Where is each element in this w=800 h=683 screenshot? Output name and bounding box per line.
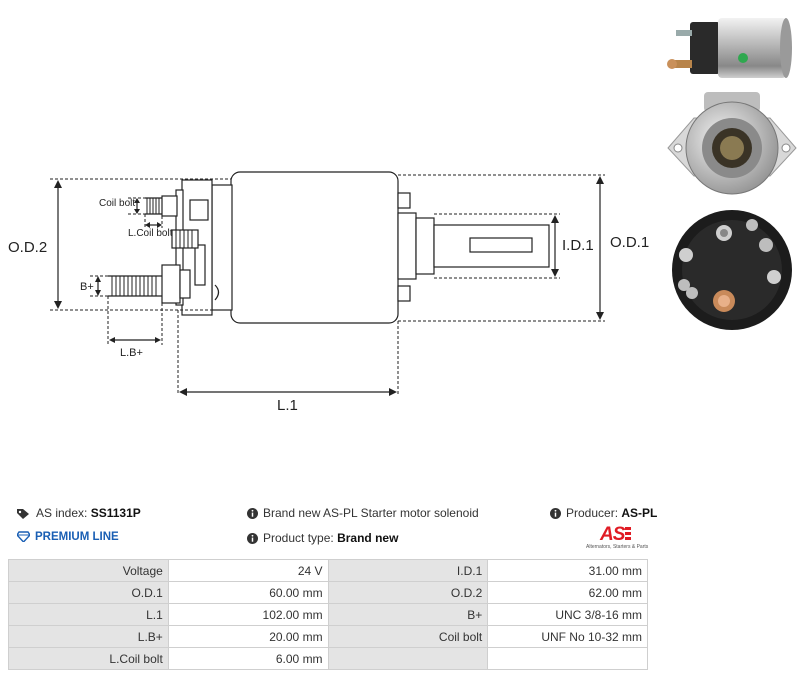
- id1-label: I.D.1: [562, 237, 594, 254]
- od2-label: O.D.2: [8, 239, 47, 256]
- product-photo-front: [667, 92, 797, 195]
- product-type-label: Product type:: [263, 531, 334, 545]
- spec-label: [327, 647, 489, 670]
- premium-line-text: PREMIUM LINE: [35, 531, 119, 543]
- spec-value: 6.00 mm: [167, 647, 329, 670]
- spec-value: 62.00 mm: [487, 581, 648, 604]
- spec-label: Coil bolt: [327, 625, 489, 648]
- spec-label: L.Coil bolt: [8, 647, 169, 670]
- product-photo-side: [667, 18, 792, 78]
- description-text: Brand new AS-PL Starter motor solenoid: [263, 506, 479, 520]
- info-icon: [550, 508, 561, 520]
- tags-icon: [17, 508, 29, 519]
- bplus-label: B+: [80, 281, 94, 293]
- spec-value: UNC 3/8-16 mm: [487, 603, 648, 626]
- info-icon: [247, 533, 258, 545]
- producer-label: Producer:: [566, 506, 619, 520]
- product-type-value: Brand new: [337, 531, 399, 545]
- plunger: [433, 224, 550, 268]
- lcoil-bolt-label: L.Coil bolt: [128, 228, 173, 239]
- as-index-value: SS1131P: [90, 506, 141, 520]
- logo-text: AS: [600, 524, 625, 545]
- as-index-label: AS index:: [36, 506, 88, 520]
- producer-value: AS-PL: [621, 506, 658, 520]
- spec-label: Voltage: [8, 559, 169, 582]
- product-photo-rear: [672, 210, 792, 330]
- spec-label: O.D.1: [8, 581, 169, 604]
- od1-label: O.D.1: [610, 234, 649, 251]
- info-icon: [247, 508, 258, 520]
- solenoid-body: [230, 171, 399, 324]
- coil-bolt-label: Coil bolt: [99, 198, 135, 209]
- spec-value: 31.00 mm: [487, 559, 648, 582]
- solenoid-technical-drawing: O.D.2 O.D.1 I.D.1 L.1 B+ L.B+ Coil bolt …: [8, 171, 649, 414]
- spec-label: O.D.2: [327, 581, 489, 604]
- l1-label: L.1: [277, 397, 298, 414]
- diamond-icon: [17, 531, 30, 543]
- description: Brand new AS-PL Starter motor solenoid: [247, 506, 479, 520]
- producer: Producer: AS-PL: [550, 506, 657, 520]
- spec-value: 20.00 mm: [167, 625, 329, 648]
- logo-bars: [625, 527, 631, 541]
- spec-label: L.B+: [8, 625, 169, 648]
- spec-value: 24 V: [167, 559, 329, 582]
- as-index: AS index: SS1131P: [17, 506, 141, 520]
- premium-line: PREMIUM LINE: [17, 531, 119, 543]
- spec-label: L.1: [8, 603, 169, 626]
- spec-label: I.D.1: [327, 559, 489, 582]
- spec-value: 102.00 mm: [167, 603, 329, 626]
- as-pl-logo: AS Alternators, Starters & Parts: [586, 524, 648, 552]
- product-type: Product type: Brand new: [247, 531, 398, 545]
- spec-value: 60.00 mm: [167, 581, 329, 604]
- spec-value: UNF No 10-32 mm: [487, 625, 648, 648]
- lbplus-label: L.B+: [120, 347, 143, 359]
- spec-label: B+: [327, 603, 489, 626]
- spec-value: [487, 647, 648, 670]
- logo-tagline: Alternators, Starters & Parts: [586, 544, 649, 550]
